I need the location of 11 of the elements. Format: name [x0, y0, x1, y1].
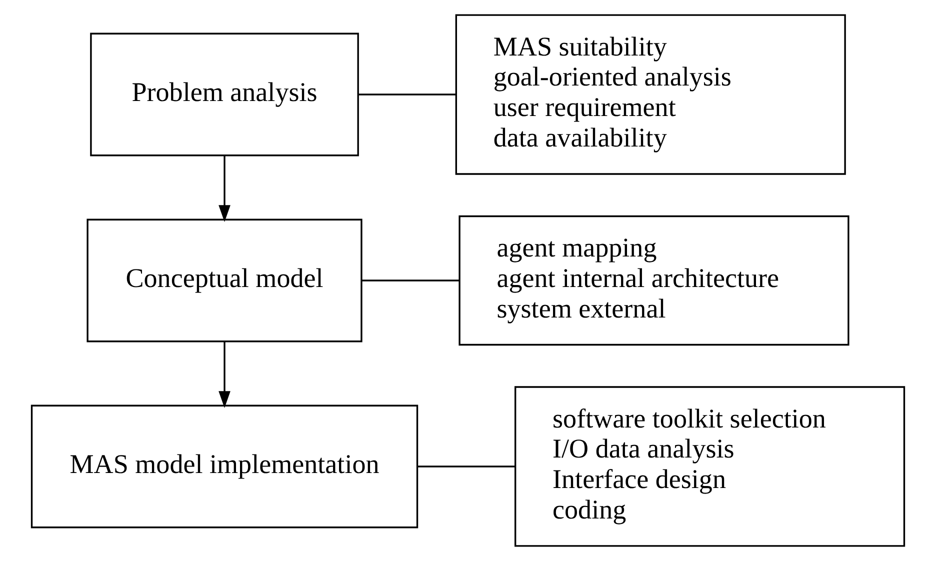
node-box: Conceptual model [86, 218, 362, 342]
arrow [218, 155, 230, 222]
node-box: agent mapping agent internal architecture system external [458, 215, 850, 346]
connector [418, 466, 515, 468]
connector [362, 280, 460, 282]
node-box: Problem analysis [90, 32, 359, 156]
node-box: MAS suitability goal-oriented analysis user requirement data availability [455, 14, 846, 175]
node-box: MAS model implementation [30, 404, 418, 528]
connector [358, 94, 456, 96]
node-box: software toolkit selection I/O data analysis Interface design coding [514, 386, 906, 547]
arrow [218, 341, 230, 408]
